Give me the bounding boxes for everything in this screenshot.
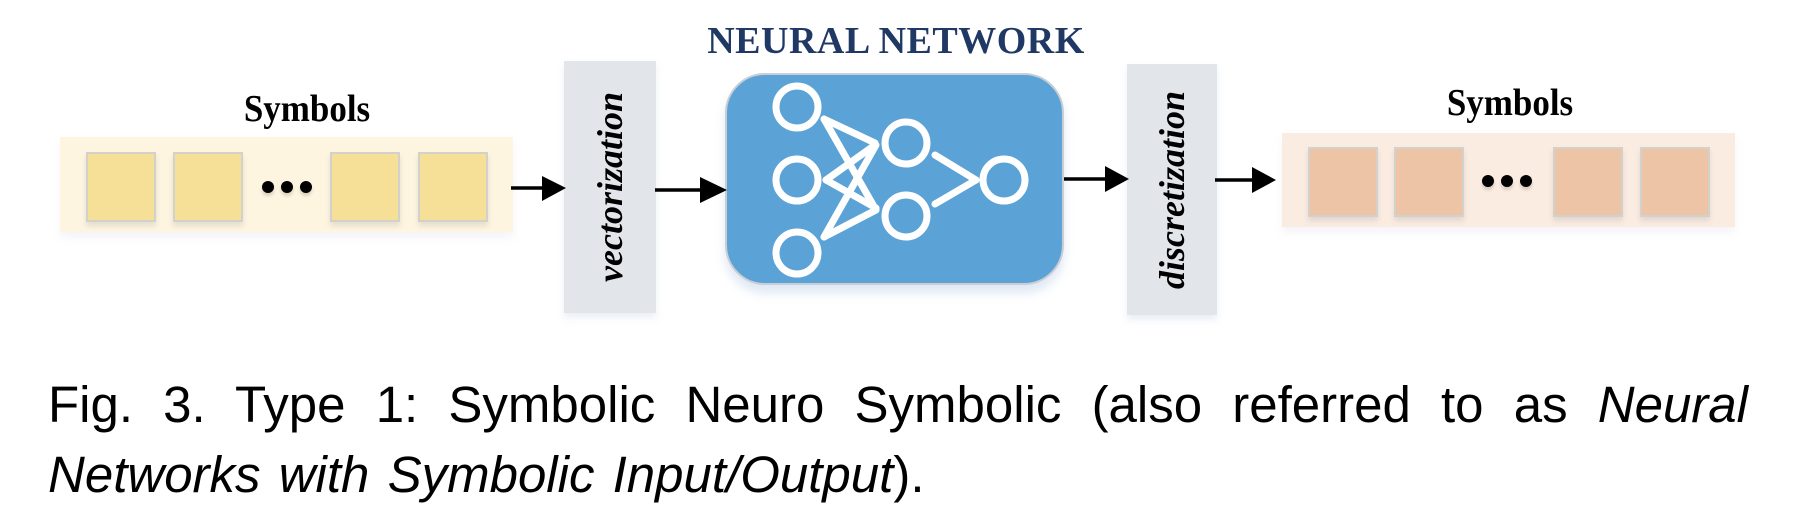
arrowhead-icon [1252, 167, 1276, 193]
output-symbol-box [1308, 147, 1378, 217]
nn-input-node [772, 82, 822, 132]
input-ellipsis-icon [262, 181, 312, 195]
input-symbol-box [330, 152, 400, 222]
input-symbol-box [173, 152, 243, 222]
neural-network-box [725, 73, 1064, 285]
input-symbols-label: Symbols [243, 88, 371, 130]
output-symbols-strip [1282, 133, 1735, 227]
nn-edge [931, 151, 980, 184]
nn-edge [822, 141, 879, 184]
neural-network-title: NEURAL NETWORK [707, 20, 1085, 62]
nn-hidden-node [881, 118, 931, 168]
input-symbol-box [86, 152, 156, 222]
figure-caption: Fig. 3. Type 1: Symbolic Neuro Symbolic … [48, 370, 1748, 510]
neural-network-icon [772, 82, 1029, 278]
output-ellipsis-icon [1482, 175, 1532, 189]
clipped-text-fragment [70, 0, 84, 4]
input-symbols-strip [60, 137, 513, 232]
arrowhead-icon [700, 177, 727, 203]
caption-italic-text: Neural Networks with Symbolic Input/Outp… [48, 376, 1748, 503]
output-symbol-box [1553, 147, 1623, 217]
input-symbol-box [418, 152, 488, 222]
output-symbol-box [1640, 147, 1710, 217]
caption-suffix: ). [893, 446, 925, 503]
nn-input-node [772, 155, 822, 205]
arrowhead-icon [1105, 166, 1129, 192]
discretization-label: discretization [1152, 90, 1192, 289]
nn-edge [820, 115, 879, 147]
nn-hidden-node [881, 191, 931, 241]
vectorization-step: vectorization [564, 61, 656, 313]
arrowhead-icon [542, 176, 566, 201]
nn-edge [931, 176, 980, 208]
output-symbols-label: Symbols [1446, 82, 1574, 124]
vectorization-label: vectorization [590, 92, 631, 282]
discretization-step: discretization [1127, 64, 1217, 315]
nn-edge [820, 141, 880, 241]
nn-output-node [979, 155, 1029, 205]
caption-text: Fig. 3. Type 1: Symbolic Neuro Symbolic … [48, 376, 1598, 433]
nn-edge [820, 206, 880, 241]
nn-input-node [772, 228, 822, 278]
output-symbol-box [1394, 147, 1464, 217]
